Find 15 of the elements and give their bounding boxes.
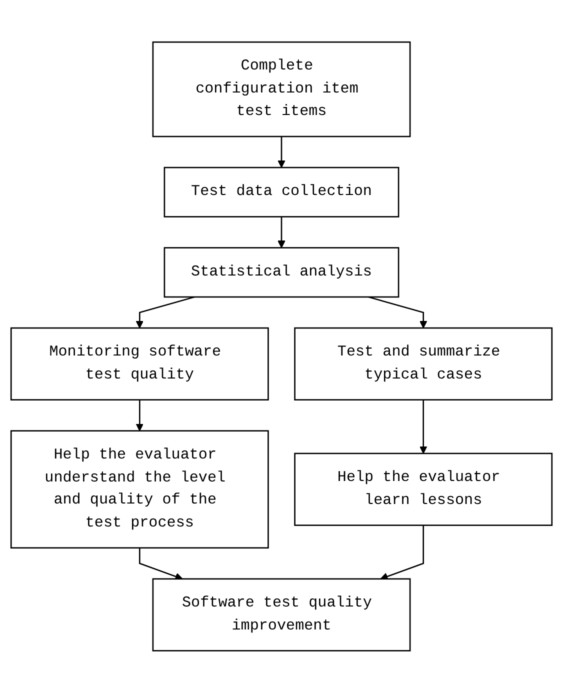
flowchart: Complete configuration item test items Test data collection Statistical analysis Monitoring software test quality Test and summarize typical cases Help the evaluator understand the level and quality of the test process Help the evaluator learn lessons Software test quality improvement	[4, 35, 559, 658]
arrow	[278, 216, 286, 248]
arrow	[380, 525, 424, 580]
node-box	[294, 327, 553, 401]
arrow	[138, 548, 183, 580]
node-box	[294, 452, 553, 526]
arrow	[419, 400, 428, 454]
node-box	[164, 166, 400, 218]
node-box	[164, 247, 400, 298]
node-box	[152, 578, 411, 652]
arrow	[278, 136, 286, 168]
arrow	[136, 400, 144, 432]
node-box	[10, 430, 269, 549]
node-box	[152, 42, 411, 138]
node-box	[10, 327, 269, 401]
